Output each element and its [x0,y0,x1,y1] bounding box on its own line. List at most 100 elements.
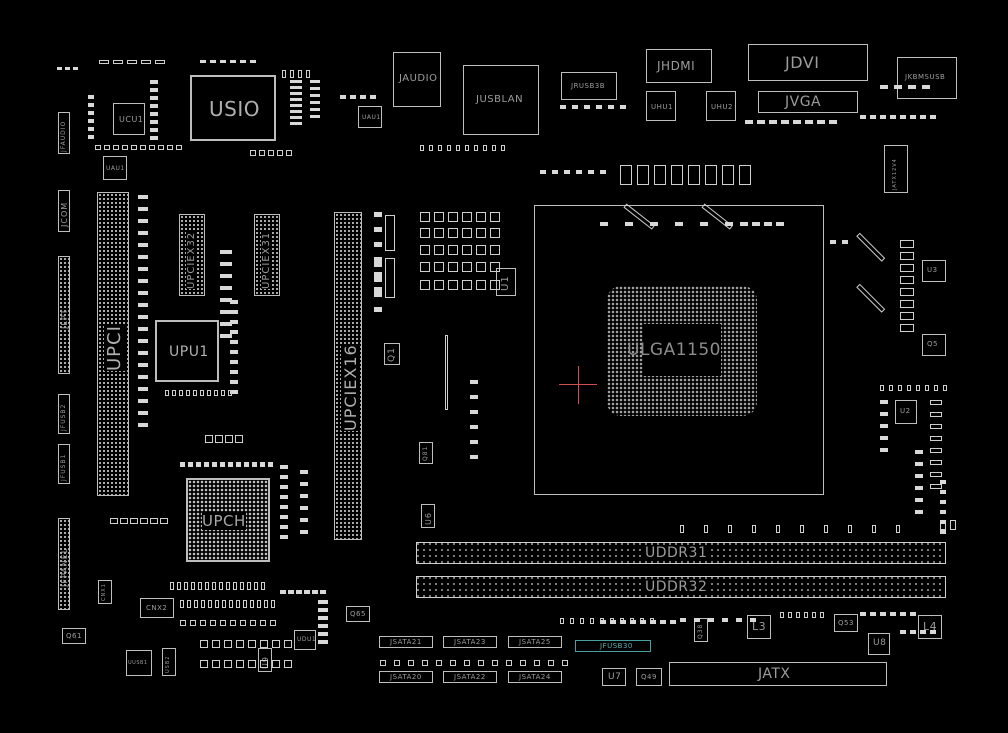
smd-pad [220,298,232,302]
smd-pad [374,292,382,297]
uhu1-chip: UHU1 [646,91,676,121]
smd-pad [236,600,240,608]
smd-pad [470,395,478,399]
upch-chip: UPCH [186,478,270,562]
smd-pad [200,640,208,648]
smd-pad [180,462,185,467]
smd-pad [240,620,246,626]
smd-pad [408,660,414,666]
smd-pad [304,590,310,594]
smd-pad [501,145,505,151]
ucu1-chip: UCU1 [113,103,145,135]
smd-pad [248,640,256,648]
smd-pad [848,525,852,533]
usio-chip: USIO [190,75,276,141]
smd-pad [950,520,956,530]
smd-pad [122,145,128,150]
smd-pad [793,120,801,124]
uau1-small-label: UAU1 [362,114,381,121]
smd-pad [260,640,268,648]
smd-pad [240,60,246,63]
smd-pad [812,612,816,618]
smd-pad [750,618,756,622]
smd-pad [470,440,478,444]
upci-slot: UPCI [97,192,129,496]
smd-pad [214,390,218,396]
smd-pad [930,630,936,634]
smd-pad [490,262,500,272]
smd-pad [284,640,292,648]
upciex16-label: UPCIEX16 [341,344,360,431]
smd-pad [73,67,78,70]
smd-pad [230,350,238,354]
smd-pad [548,660,554,666]
uddr31-label: UDDR31 [645,545,708,561]
jusb3-connector: JRUSB3B [561,72,617,100]
smd-pad [420,212,430,222]
cnx2-label: CNX2 [146,604,168,612]
smd-pad [829,120,837,124]
smd-pad [438,145,442,151]
smd-pad [620,620,626,624]
smd-pad [219,582,223,590]
smd-pad [215,435,223,443]
smd-pad [240,582,244,590]
smd-pad [434,262,444,272]
jfaudio-header: JFAUDIO [58,112,70,154]
smd-pad [220,462,225,467]
jsata24-label: JSATA24 [519,673,551,681]
smd-pad [88,95,94,99]
l3-label: L3 [752,620,767,633]
smd-pad [805,120,813,124]
smd-pad [675,222,683,226]
smd-pad [736,618,742,622]
smd-pad [860,115,866,119]
smd-pad [310,108,320,111]
smd-pad [150,104,158,108]
jcom-header: JCOM [58,190,70,232]
jfusb2-label: JFUSB2 [60,403,67,431]
u9-chip: U9 [258,648,272,672]
smd-pad [208,600,212,608]
smd-pad [170,582,174,590]
smd-pad [564,170,570,174]
smd-pad [708,618,714,622]
smd-pad [940,500,946,504]
smd-pad [280,495,288,499]
smd-pad [590,618,594,624]
smd-pad [138,291,148,295]
u8-chip: U8 [868,633,890,655]
smd-pad [318,608,328,612]
smd-pad [149,145,155,150]
upciex32-label: UPCIEX32 [186,231,197,289]
ulga1150-label: ULGA1150 [627,340,721,360]
jsata21-label: JSATA21 [390,638,422,646]
smd-pad [230,360,238,364]
smd-pad [915,450,923,454]
smd-pad [222,600,226,608]
smd-pad [167,145,173,150]
smd-pad [113,60,123,64]
smd-pad [150,518,158,524]
smd-pad [930,424,942,429]
uhu2-label: UHU2 [711,103,733,111]
jaudio-connector: JAUDIO [393,52,441,107]
smd-pad [930,115,936,119]
smd-pad [350,95,356,99]
smd-pad [138,423,148,427]
smd-pad [264,600,268,608]
smd-pad [898,385,902,391]
uau1-chip: UAU1 [103,156,127,180]
smd-pad [562,660,568,666]
smd-pad [450,660,456,666]
jfusb1-header: JFUSB1 [58,444,70,484]
q5-label: Q5 [927,340,938,348]
jlpt-header: JLPT [58,256,70,374]
smd-pad [492,660,498,666]
smd-pad [205,582,209,590]
smd-pad [120,518,128,524]
smd-pad [272,640,280,648]
q1-label: Q1 [387,347,397,362]
uhu2-chip: UHU2 [706,91,736,121]
smd-pad [492,145,496,151]
